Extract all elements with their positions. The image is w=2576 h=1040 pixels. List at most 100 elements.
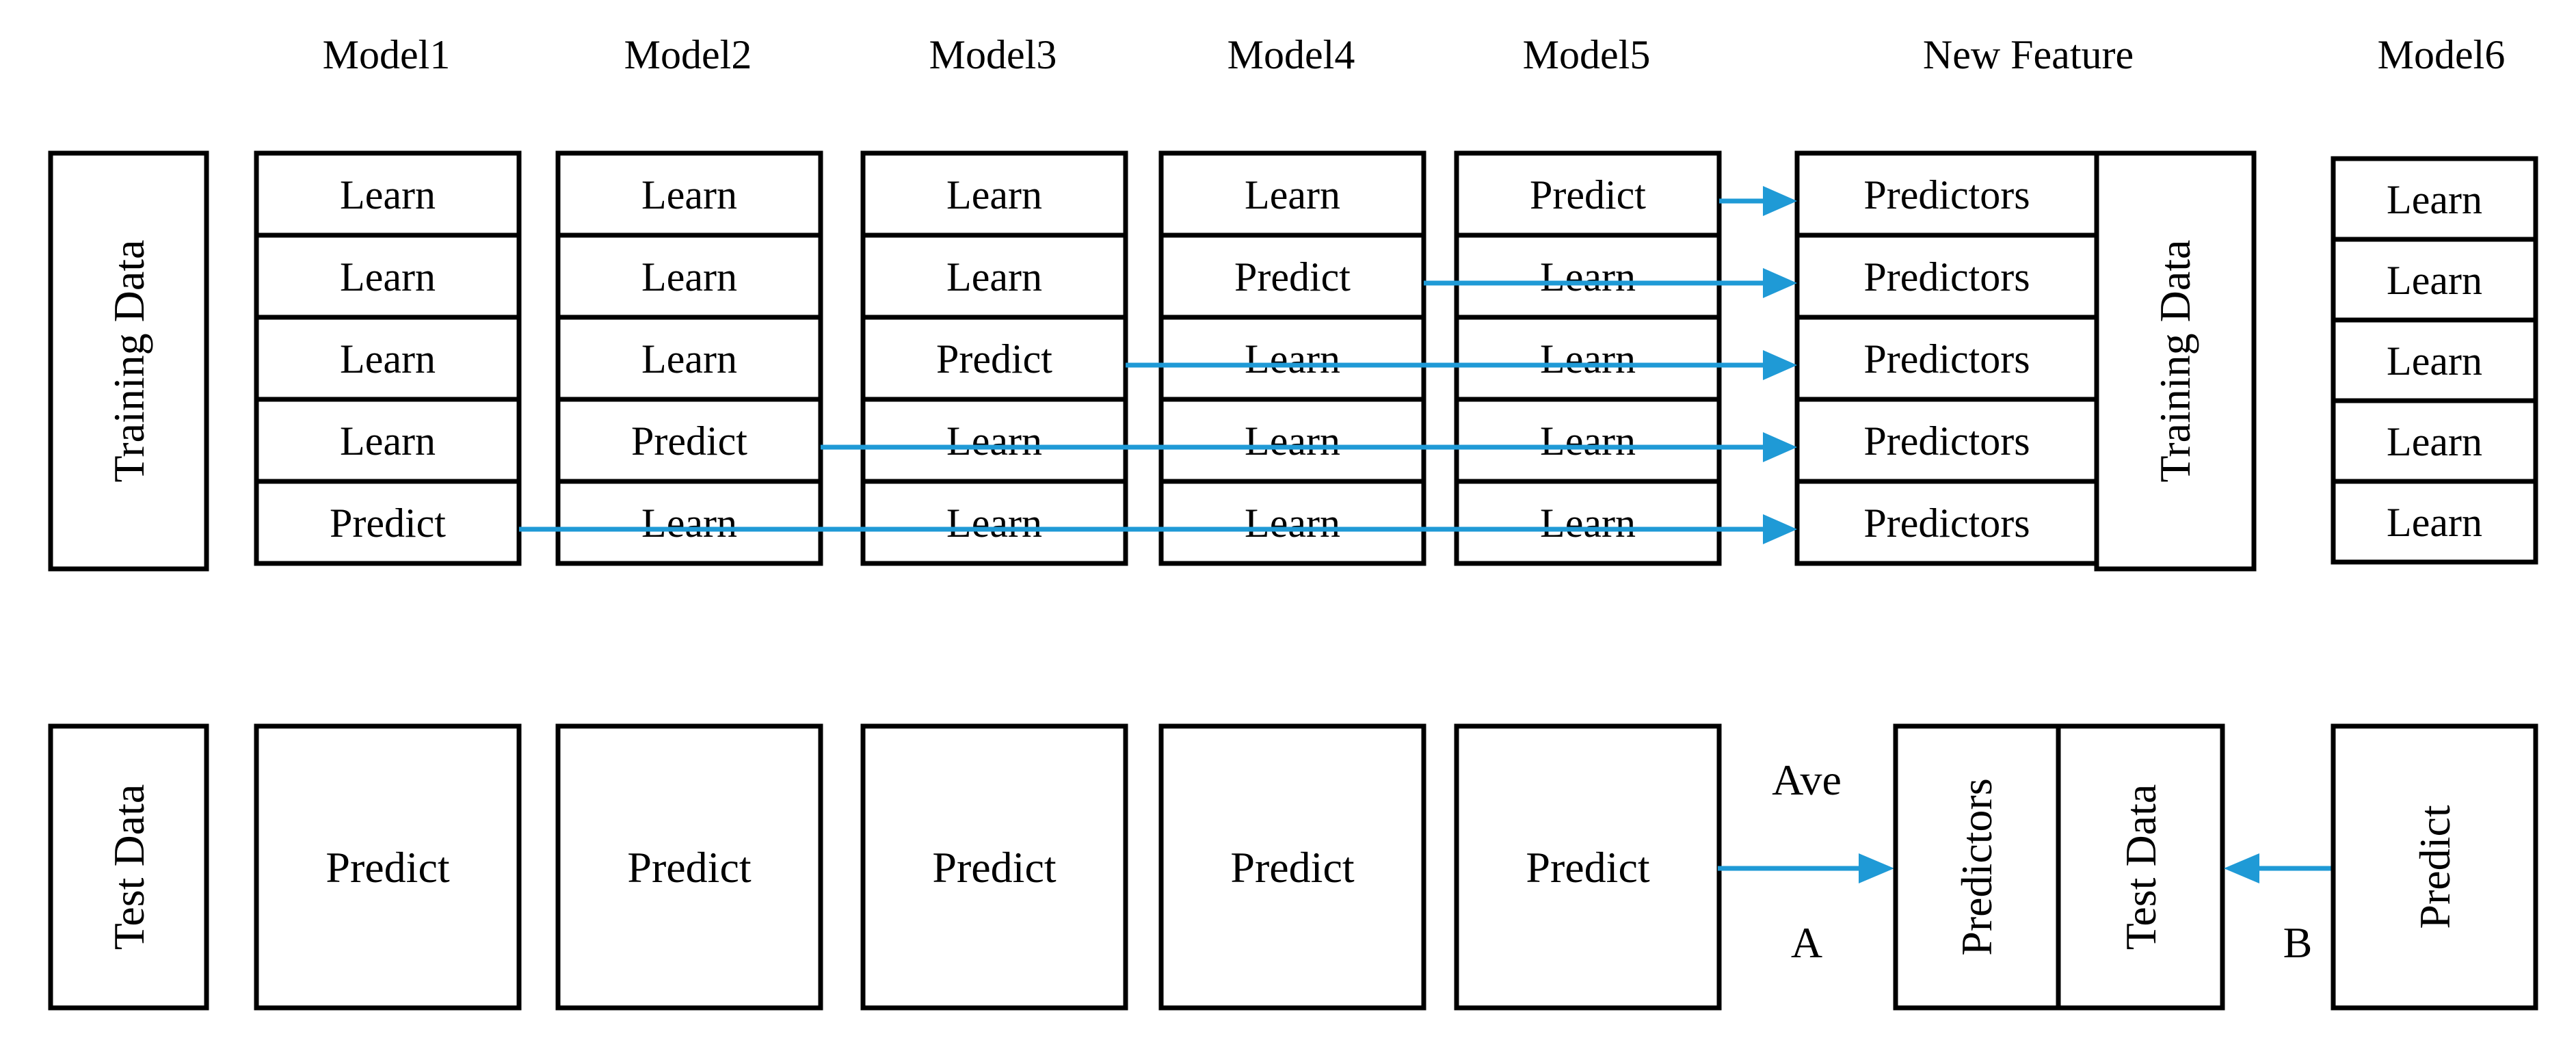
model3-cell-4-label: Learn (946, 418, 1042, 464)
model1-cell-4-label: Learn (340, 418, 436, 464)
model6-cell-4-label: Learn (2387, 419, 2482, 464)
model4-cell-2-label: Predict (1234, 254, 1351, 299)
model2-cell-4 (555, 397, 823, 484)
model5-cell-5-label: Learn (1540, 501, 1636, 546)
model3-cell-1-label: Learn (946, 172, 1042, 217)
model3-cell-3-label: Predict (936, 336, 1052, 382)
test-data-label: Test Data (105, 784, 153, 950)
model1-cell-5-label: Predict (330, 501, 446, 546)
model4-cell-5-label: Learn (1245, 501, 1340, 546)
model5-cell-2 (1454, 232, 1722, 320)
training-arrows (519, 186, 1797, 544)
arrow-model5-head (1763, 186, 1797, 216)
model6-cell-1-label: Learn (2387, 177, 2482, 222)
new-feature-cell-2-label: Predictors (1863, 254, 2030, 299)
model-grids: LearnLearnLearnLearnPredictLearnLearnLea… (254, 150, 1722, 566)
ave-label: Ave (1772, 756, 1842, 804)
b-label: B (2283, 918, 2313, 967)
model3-test-predict-box (860, 723, 1128, 1011)
model6-cell-1 (2331, 156, 2538, 242)
new-feature-cell-3-label: Predictors (1863, 336, 2030, 382)
model6-cell-2-label: Learn (2387, 258, 2482, 303)
arrow-model3-head (1763, 350, 1797, 380)
model2-cell-2 (555, 232, 823, 320)
model4-cell-1-label: Learn (1245, 172, 1340, 217)
header-model2: Model2 (624, 32, 752, 77)
model2-cell-3-label: Learn (641, 336, 737, 382)
model4-cell-1 (1158, 150, 1426, 238)
header-model1: Model1 (323, 32, 451, 77)
model2-test-predict-label: Predict (627, 843, 752, 892)
model1-cell-1-label: Learn (340, 172, 436, 217)
model2-cell-5 (555, 479, 823, 566)
model2-cell-2-label: Learn (641, 254, 737, 299)
model3-cell-3 (860, 315, 1128, 402)
model1-test-predict-label: Predict (326, 843, 450, 892)
model5-cell-3-label: Learn (1540, 336, 1636, 382)
model6-test-predict-box (2331, 723, 2538, 1011)
model5-cell-4-label: Learn (1540, 418, 1636, 464)
new-feature-cell-5 (1794, 479, 2099, 566)
model5-test-predict-label: Predict (1526, 843, 1650, 892)
model3-cell-1 (860, 150, 1128, 238)
arrow-b-head (2224, 853, 2259, 883)
model1-cell-5 (254, 479, 522, 566)
training-data-box (48, 150, 209, 572)
arrow-model1-head (1763, 514, 1797, 544)
model1-cell-3 (254, 315, 522, 402)
new-feature-cell-1-label: Predictors (1863, 172, 2030, 217)
header-new-feature: New Feature (1923, 32, 2134, 77)
model2-cell-5-label: Learn (641, 501, 737, 546)
model4-cell-4-label: Learn (1245, 418, 1340, 464)
header-model6: Model6 (2378, 32, 2506, 77)
model6-test-predict-label: Predict (2411, 805, 2459, 929)
model5-cell-2-label: Learn (1540, 254, 1636, 299)
new-feature-cell-4-label: Predictors (1863, 418, 2030, 464)
arrow-model2-head (1763, 432, 1797, 462)
model2-cell-4-label: Predict (631, 418, 747, 464)
model3-cell-5-label: Learn (946, 501, 1042, 546)
model6-cell-3-label: Learn (2387, 338, 2482, 384)
model1-cell-2-label: Learn (340, 254, 436, 299)
model6-cell-5-label: Learn (2387, 500, 2482, 545)
model4-test-predict-box (1158, 723, 1426, 1011)
new-feature-cell-3 (1794, 315, 2099, 402)
model6-cell-4 (2331, 398, 2538, 484)
test-model-boxes: Predict Predict Predict Predict Predict (254, 723, 1722, 1011)
model4-cell-5 (1158, 479, 1426, 566)
model3-cell-5 (860, 479, 1128, 566)
header-model4: Model4 (1227, 32, 1355, 77)
test-data-box (48, 723, 209, 1011)
model5-cell-1-label: Predict (1530, 172, 1646, 217)
training-data-label: Training Data (105, 240, 153, 483)
arrow-model4-head (1763, 268, 1797, 298)
model5-cell-5 (1454, 479, 1722, 566)
new-feature-cell-5-label: Predictors (1863, 501, 2030, 546)
model4-cell-2 (1158, 232, 1426, 320)
model4-test-predict-label: Predict (1230, 843, 1355, 892)
test-predictors-label: Predictors (1952, 778, 2001, 956)
header-model3: Model3 (929, 32, 1057, 77)
model3-cell-2-label: Learn (946, 254, 1042, 299)
model2-test-predict-box (555, 723, 823, 1011)
new-feature-cell-1 (1794, 150, 2099, 238)
test-data-label-right: Test Data (2116, 784, 2165, 950)
model4-cell-4 (1158, 397, 1426, 484)
model6-cell-5 (2331, 479, 2538, 565)
model2-cell-1-label: Learn (641, 172, 737, 217)
model3-test-predict-label: Predict (932, 843, 1057, 892)
a-label: A (1791, 918, 1822, 967)
model4-cell-3-label: Learn (1245, 336, 1340, 382)
training-data-label-right: Training Data (2151, 240, 2199, 483)
model5-cell-1 (1454, 150, 1722, 238)
test-predictors-box (1893, 723, 2061, 1011)
model1-cell-3-label: Learn (340, 336, 436, 382)
model4-cell-3 (1158, 315, 1426, 402)
training-data-box-right (2094, 150, 2257, 572)
new-feature-column: PredictorsPredictorsPredictorsPredictors… (1794, 150, 2099, 566)
test-data-box-right (2056, 723, 2225, 1011)
arrow-a-head (1859, 853, 1894, 883)
